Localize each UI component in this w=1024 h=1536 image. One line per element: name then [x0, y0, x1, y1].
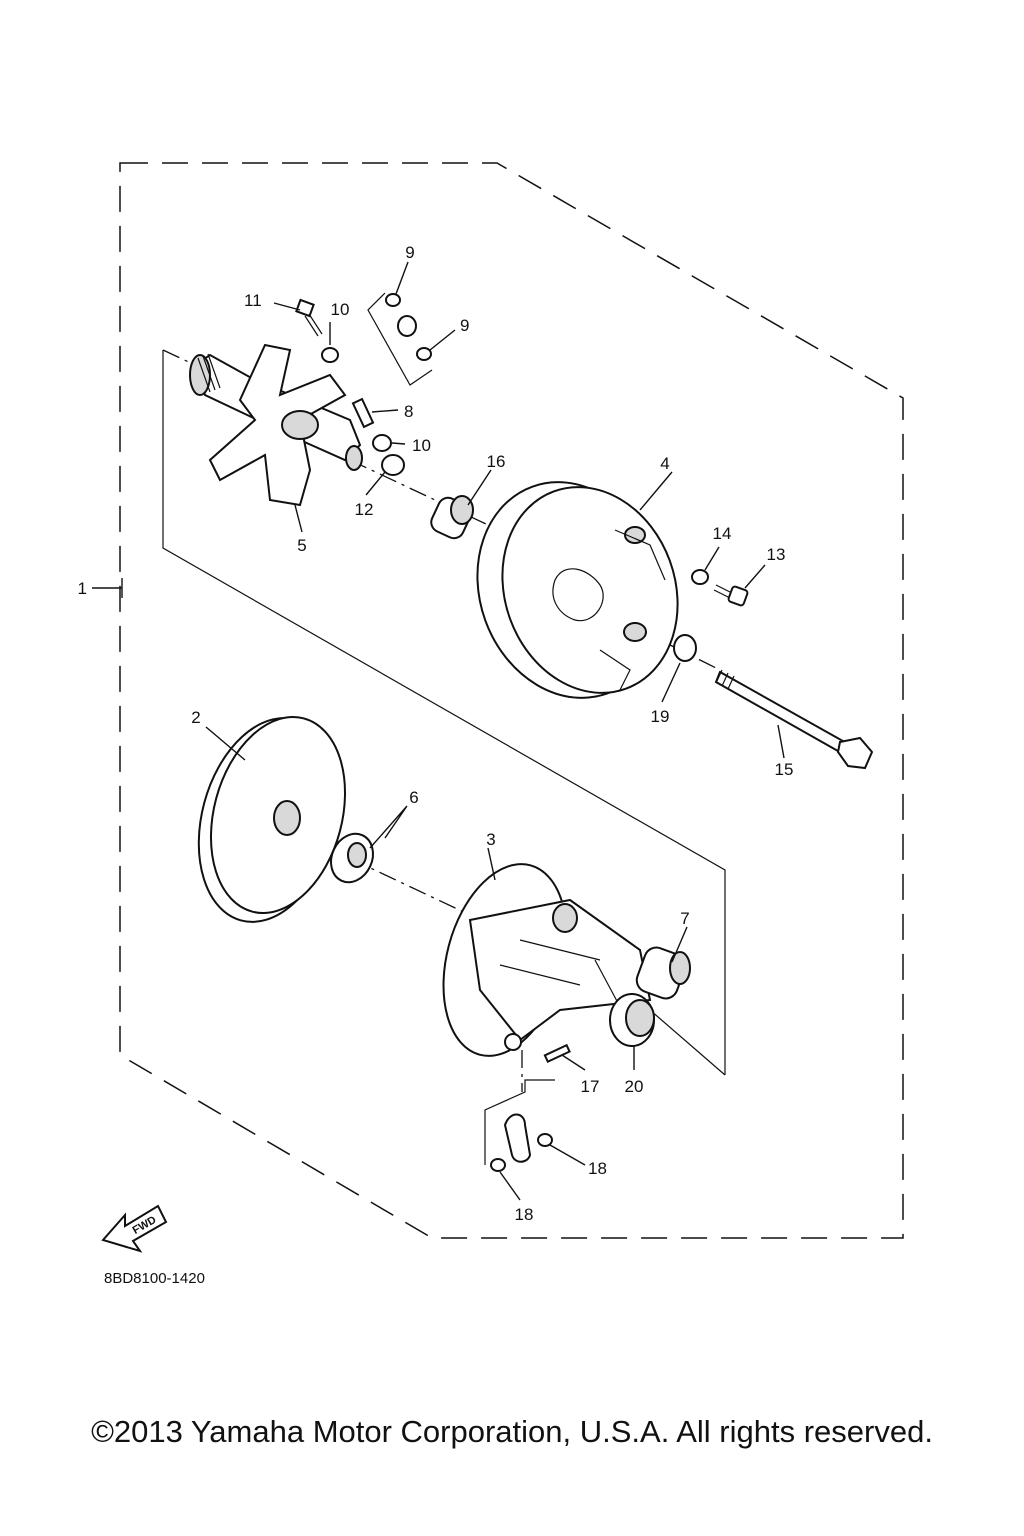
axis-line-spacer: [649, 1009, 726, 1076]
callout-15: 15: [775, 760, 794, 779]
part-18-weight: [503, 1113, 532, 1163]
part-17-pin: [543, 1043, 571, 1064]
part-10-washer-upper: [321, 347, 339, 363]
callout-10b: 10: [412, 436, 431, 455]
drawing-code: 8BD8100-1420: [104, 1270, 205, 1287]
callout-13: 13: [767, 545, 786, 564]
callout-18a: 18: [588, 1159, 607, 1178]
part-18-washer-left: [490, 1158, 506, 1172]
callout-labels: 1 2 3 4 5 6 7 8 9 9 10 10 11 12 13 14 15…: [78, 243, 794, 1224]
part-5-spider: [189, 343, 363, 507]
callout-5: 5: [297, 536, 306, 555]
fwd-arrow-icon: FWD: [101, 1204, 168, 1253]
part-6-slider: [330, 832, 374, 884]
callout-11: 11: [244, 291, 262, 310]
callout-2: 2: [191, 708, 200, 727]
callout-17: 17: [581, 1077, 600, 1096]
part-9-spring: [397, 315, 417, 337]
part-10-washer-lower: [372, 434, 392, 452]
part-2-sheave: [197, 715, 347, 923]
part-13-bolt: [713, 584, 749, 607]
callout-12: 12: [355, 500, 374, 519]
exploded-parts-diagram: 1 2 3 4 5 6 7 8 9 9 10 10 11 12 13 14 15…: [78, 162, 904, 1287]
callout-20: 20: [625, 1077, 644, 1096]
callout-19: 19: [651, 707, 670, 726]
part-11-bolt: [295, 298, 323, 337]
assembly-boundary: [119, 162, 904, 1239]
callout-10a: 10: [331, 300, 350, 319]
part-14-washer: [691, 569, 709, 585]
part-15-bolt: [714, 669, 874, 770]
copyright-notice: ©2013 Yamaha Motor Corporation, U.S.A. A…: [91, 1414, 933, 1449]
callout-14: 14: [713, 524, 732, 543]
part-16-bushing: [430, 495, 474, 540]
part-8-pin: [351, 397, 375, 429]
callout-18b: 18: [515, 1205, 534, 1224]
part-20-spacer: [609, 993, 655, 1047]
part-9-lower: [416, 347, 432, 361]
leader-lines: [92, 261, 785, 1201]
part-19-washer: [673, 634, 697, 662]
part-4-cover: [476, 481, 679, 699]
callout-7: 7: [680, 909, 689, 928]
callout-3: 3: [486, 830, 495, 849]
callout-9b: 9: [460, 316, 469, 335]
part-9-upper: [385, 293, 401, 307]
part-12-nut: [381, 454, 405, 476]
callout-1: 1: [78, 579, 87, 598]
callout-8: 8: [404, 402, 413, 421]
bracket-18: [484, 1079, 555, 1165]
bracket-9: [367, 292, 433, 386]
part-3-movable-sheave: [442, 863, 652, 1057]
part-18-washer-right: [537, 1133, 553, 1147]
callout-9a: 9: [405, 243, 414, 262]
callout-4: 4: [660, 454, 669, 473]
callout-16: 16: [487, 452, 506, 471]
callout-6: 6: [409, 788, 418, 807]
subassembly-bracket-upper: [162, 350, 726, 1075]
